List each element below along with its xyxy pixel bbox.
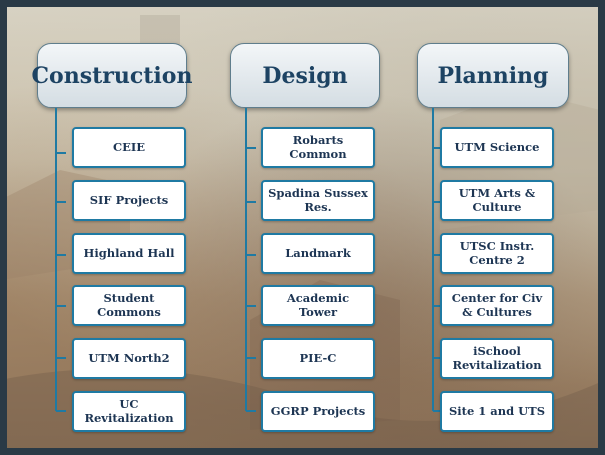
- project-item: Spadina Sussex Res.: [261, 180, 375, 221]
- column-header-planning: Planning: [417, 43, 569, 108]
- connector-tick: [56, 201, 66, 203]
- connector-tick: [246, 254, 256, 256]
- connector-tick: [246, 305, 256, 307]
- connector-line: [55, 108, 57, 411]
- project-item: UTM North2: [72, 338, 186, 379]
- connector-tick: [246, 357, 256, 359]
- project-item: UC Revitalization: [72, 391, 186, 432]
- project-item: UTSC Instr. Centre 2: [440, 233, 554, 274]
- project-item: iSchool Revitalization: [440, 338, 554, 379]
- connector-tick: [56, 152, 66, 154]
- connector-tick: [433, 201, 443, 203]
- connector-tick: [56, 410, 66, 412]
- project-item: Robarts Common: [261, 127, 375, 168]
- project-item: Center for Civ & Cultures: [440, 285, 554, 326]
- connector-tick: [433, 357, 443, 359]
- connector-tick: [433, 410, 443, 412]
- connector-tick: [56, 305, 66, 307]
- project-item: Site 1 and UTS: [440, 391, 554, 432]
- project-item: Highland Hall: [72, 233, 186, 274]
- project-item: GGRP Projects: [261, 391, 375, 432]
- project-item: UTM Arts & Culture: [440, 180, 554, 221]
- project-item: PIE-C: [261, 338, 375, 379]
- connector-tick: [433, 254, 443, 256]
- project-item: Student Commons: [72, 285, 186, 326]
- connector-tick: [246, 147, 256, 149]
- connector-tick: [56, 357, 66, 359]
- connector-tick: [433, 305, 443, 307]
- column-header-design: Design: [230, 43, 380, 108]
- project-item: Landmark: [261, 233, 375, 274]
- project-item: SIF Projects: [72, 180, 186, 221]
- project-item: Academic Tower: [261, 285, 375, 326]
- project-item: CEIE: [72, 127, 186, 168]
- connector-line: [245, 108, 247, 411]
- project-item: UTM Science: [440, 127, 554, 168]
- column-header-construction: Construction: [32, 43, 192, 108]
- connector-tick: [246, 410, 256, 412]
- connector-tick: [246, 201, 256, 203]
- connector-tick: [433, 147, 443, 149]
- connector-line: [432, 108, 434, 411]
- connector-tick: [56, 254, 66, 256]
